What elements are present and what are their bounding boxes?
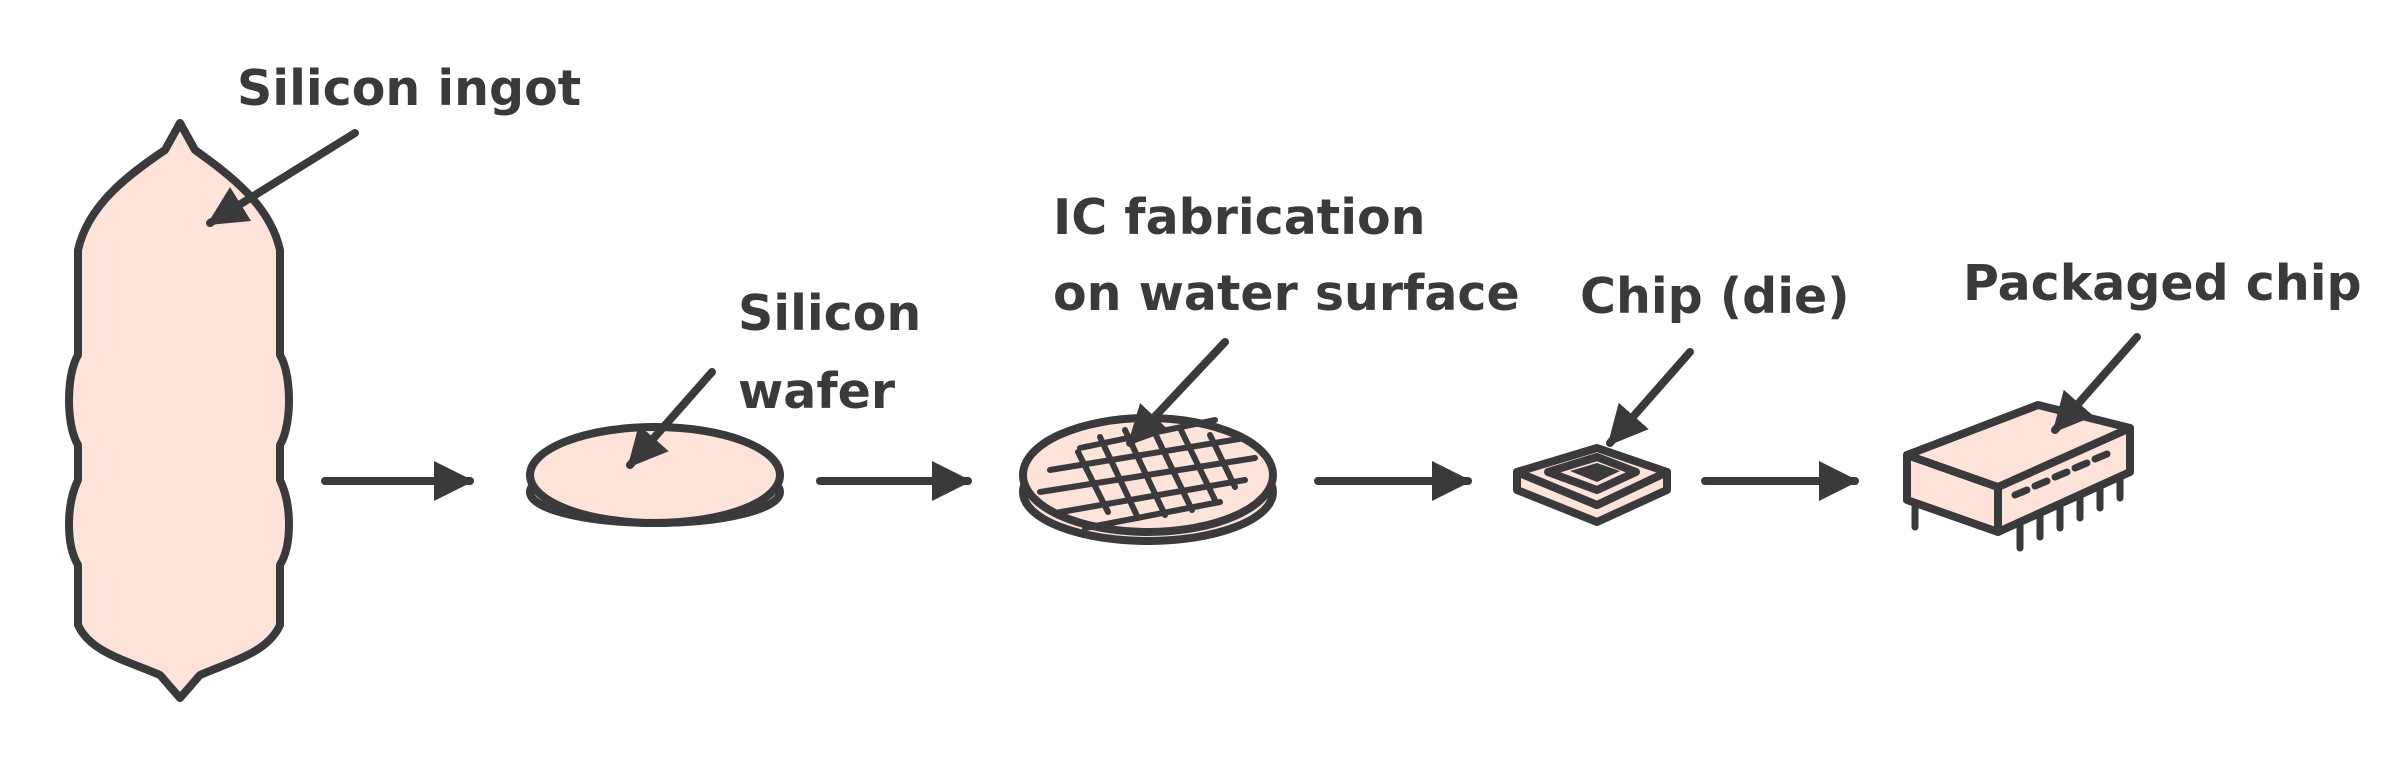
label-chip-die: Chip (die) <box>1580 268 1850 325</box>
label-packaged-chip: Packaged chip <box>1963 255 2362 312</box>
label-silicon-wafer-line1: Silicon <box>738 285 921 342</box>
die-pointer-arrow <box>1606 348 1694 447</box>
fab-pointer-arrow <box>1126 338 1229 447</box>
chip-die <box>1513 444 1671 526</box>
label-silicon-wafer-line2: wafer <box>738 363 896 420</box>
label-ic-fabrication-line2: on water surface <box>1053 265 1520 322</box>
wafer-pointer-arrow <box>626 368 716 469</box>
label-silicon-ingot: Silicon ingot <box>237 60 581 117</box>
packaged-chip <box>1903 401 2134 552</box>
silicon-ingot <box>65 119 293 702</box>
fabricated-wafer <box>1019 414 1277 545</box>
package-pointer-arrow <box>2051 333 2141 434</box>
ingot-pointer-arrow <box>206 129 359 227</box>
label-ic-fabrication-line1: IC fabrication <box>1053 189 1426 246</box>
